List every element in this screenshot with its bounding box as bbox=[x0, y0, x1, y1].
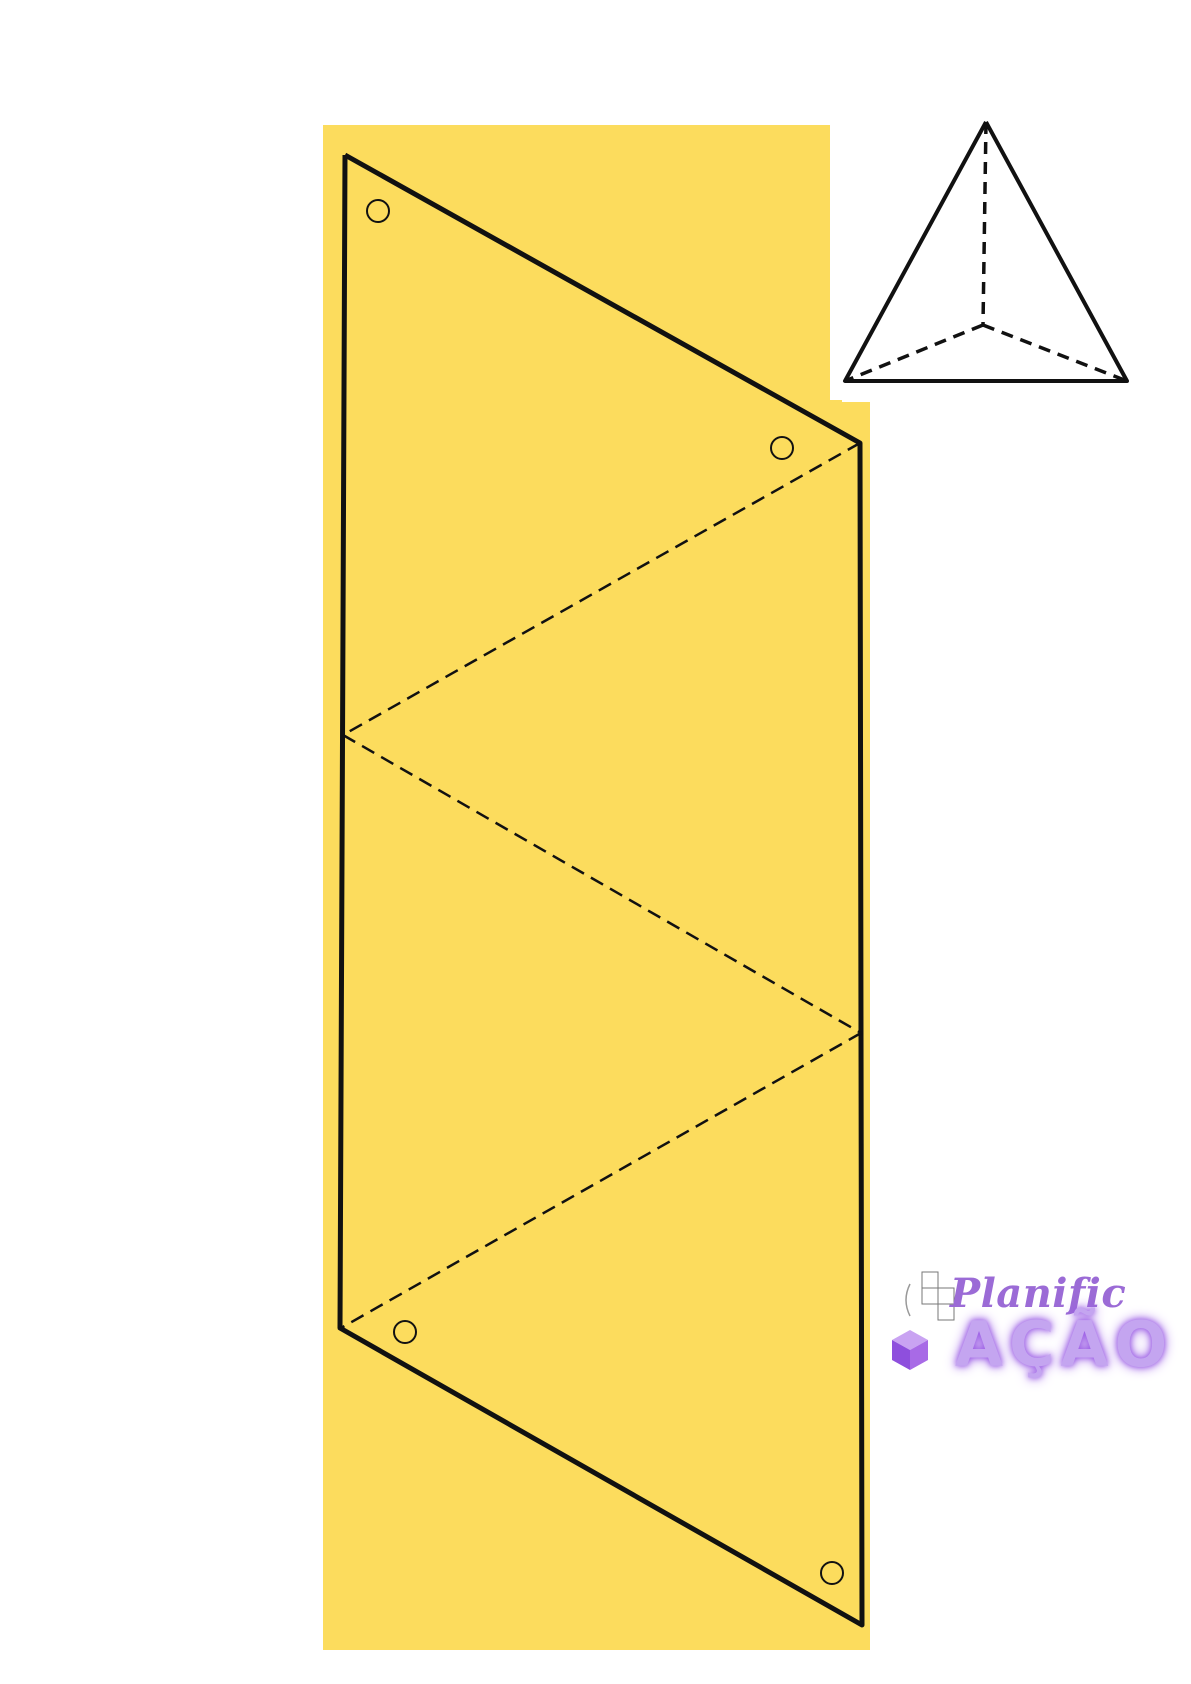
planificacao-logo: Planific AÇÃO bbox=[880, 1270, 1170, 1390]
net-background-top bbox=[323, 125, 830, 405]
fold-line-1 bbox=[342, 441, 861, 737]
glue-mark bbox=[820, 1561, 844, 1585]
fold-line-3 bbox=[340, 1031, 862, 1330]
net-background-main bbox=[323, 400, 870, 1650]
tetrahedron-icon bbox=[842, 110, 1132, 402]
fold-line-2 bbox=[342, 733, 862, 1035]
grid-icon bbox=[905, 1271, 955, 1321]
logo-line2: AÇÃO bbox=[955, 1308, 1174, 1381]
glue-mark bbox=[366, 199, 390, 223]
glue-mark bbox=[770, 436, 794, 460]
glue-mark bbox=[393, 1320, 417, 1344]
net-outline bbox=[337, 152, 865, 1628]
cube-icon bbox=[892, 1330, 928, 1370]
logo-line1: Planific bbox=[950, 1270, 1127, 1317]
